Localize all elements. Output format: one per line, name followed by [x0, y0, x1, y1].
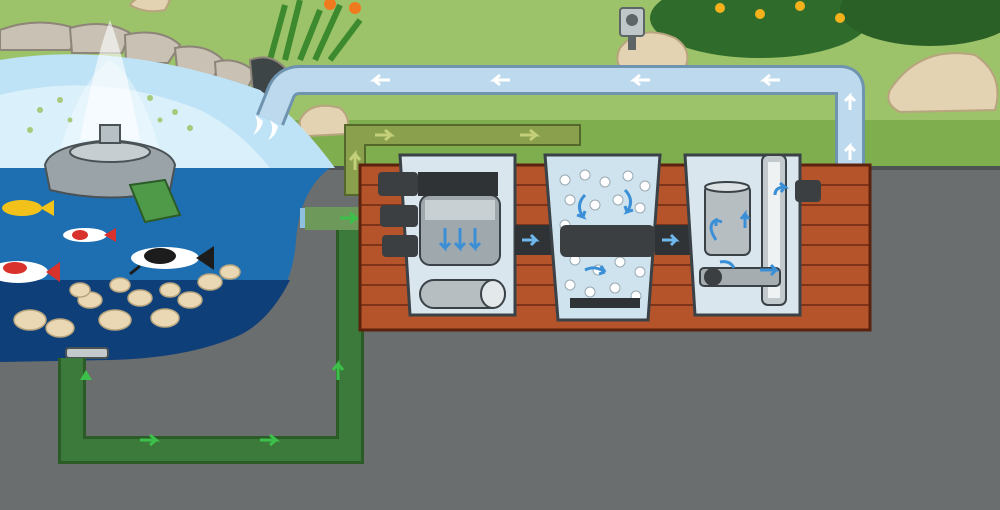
lamp-box: [619, 7, 645, 50]
pond-gravel: [13, 264, 241, 338]
skimmer-pipe: [344, 124, 581, 196]
shrubs: [267, 0, 1000, 62]
pond-edge-rocks: [0, 21, 287, 95]
connector-arrow-2: [662, 233, 680, 247]
koi-fish-red: [63, 228, 116, 242]
uv-clarifier-chamber: [683, 153, 802, 317]
koi-fish-white-red: [0, 261, 60, 283]
return-splash: [253, 115, 278, 140]
drum-filter: [378, 153, 517, 317]
bottom-drain: [65, 347, 109, 359]
connector-arrow-1: [522, 233, 540, 247]
bio-media-chamber: [543, 153, 662, 322]
pond-deep: [0, 280, 290, 362]
return-outlet: [795, 180, 821, 202]
fountain-spray: [27, 20, 193, 150]
middle-inlet-arrow: [340, 211, 361, 225]
koi-fish-gold: [2, 200, 54, 216]
return-pipe-fill: [258, 68, 862, 202]
pond-outlet-pipe: [128, 178, 182, 224]
skimmer-pipe-arrows: [348, 128, 541, 170]
koi-fish-black: [129, 246, 214, 276]
